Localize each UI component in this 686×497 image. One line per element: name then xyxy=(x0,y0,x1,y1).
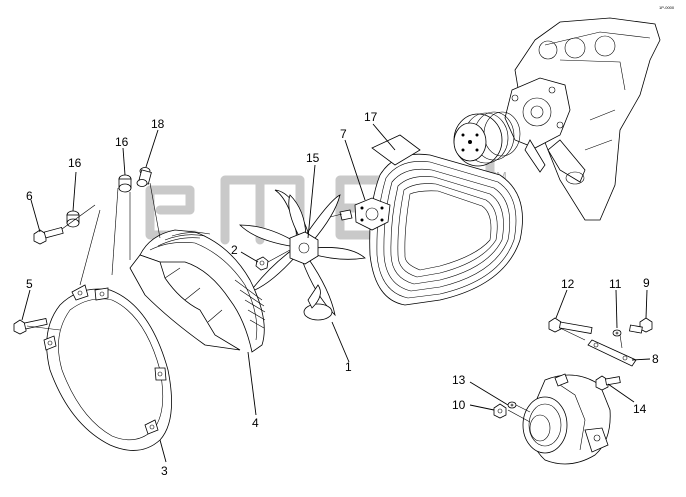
fan-guard-ring xyxy=(43,284,172,451)
alternator xyxy=(522,373,611,465)
callout-6: 6 xyxy=(26,189,33,203)
callout-7: 7 xyxy=(340,127,347,141)
grommet-16-left xyxy=(66,210,80,228)
water-pump xyxy=(504,77,586,185)
callout-9: 9 xyxy=(643,276,650,290)
washer-11 xyxy=(612,329,622,337)
fan-spacer xyxy=(329,197,391,231)
engine-block xyxy=(514,17,661,221)
collar-18 xyxy=(136,167,152,187)
fan-nut xyxy=(255,256,269,271)
adjusting-plate xyxy=(587,339,637,367)
v-belt-set xyxy=(369,134,523,306)
callout-17: 17 xyxy=(364,110,378,124)
bolt-9 xyxy=(629,317,653,334)
nut-10 xyxy=(493,403,507,419)
bolt-6 xyxy=(33,226,64,245)
bolt-12 xyxy=(548,317,593,334)
callout-18: 18 xyxy=(151,117,165,131)
callout-3: 3 xyxy=(161,464,168,478)
callout-11: 11 xyxy=(609,277,622,291)
callout-4: 4 xyxy=(252,416,259,430)
alignment-lines xyxy=(26,182,623,423)
cooling-fan xyxy=(239,189,366,321)
callout-16-left: 16 xyxy=(68,156,82,170)
fan-shroud xyxy=(129,229,266,353)
callout-12: 12 xyxy=(561,277,575,291)
callout-13: 13 xyxy=(452,373,466,387)
grommet-16-upper xyxy=(118,174,132,193)
callout-16-upper: 16 xyxy=(115,135,129,149)
callout-2: 2 xyxy=(231,243,238,257)
water-pump-pulley xyxy=(453,111,521,167)
callout-14: 14 xyxy=(633,402,647,416)
callout-10: 10 xyxy=(452,398,466,412)
leader-lines xyxy=(21,123,651,463)
callout-8: 8 xyxy=(652,352,659,366)
washer-13 xyxy=(507,401,517,409)
callout-15: 15 xyxy=(306,151,320,165)
callout-1: 1 xyxy=(345,360,352,374)
callout-5: 5 xyxy=(26,277,33,291)
callout-labels: 1 2 3 4 5 6 7 8 9 10 11 12 13 14 15 16 1… xyxy=(26,110,659,478)
bolt-14 xyxy=(595,375,621,391)
drawing-code: 1P-0000 xyxy=(659,5,675,10)
